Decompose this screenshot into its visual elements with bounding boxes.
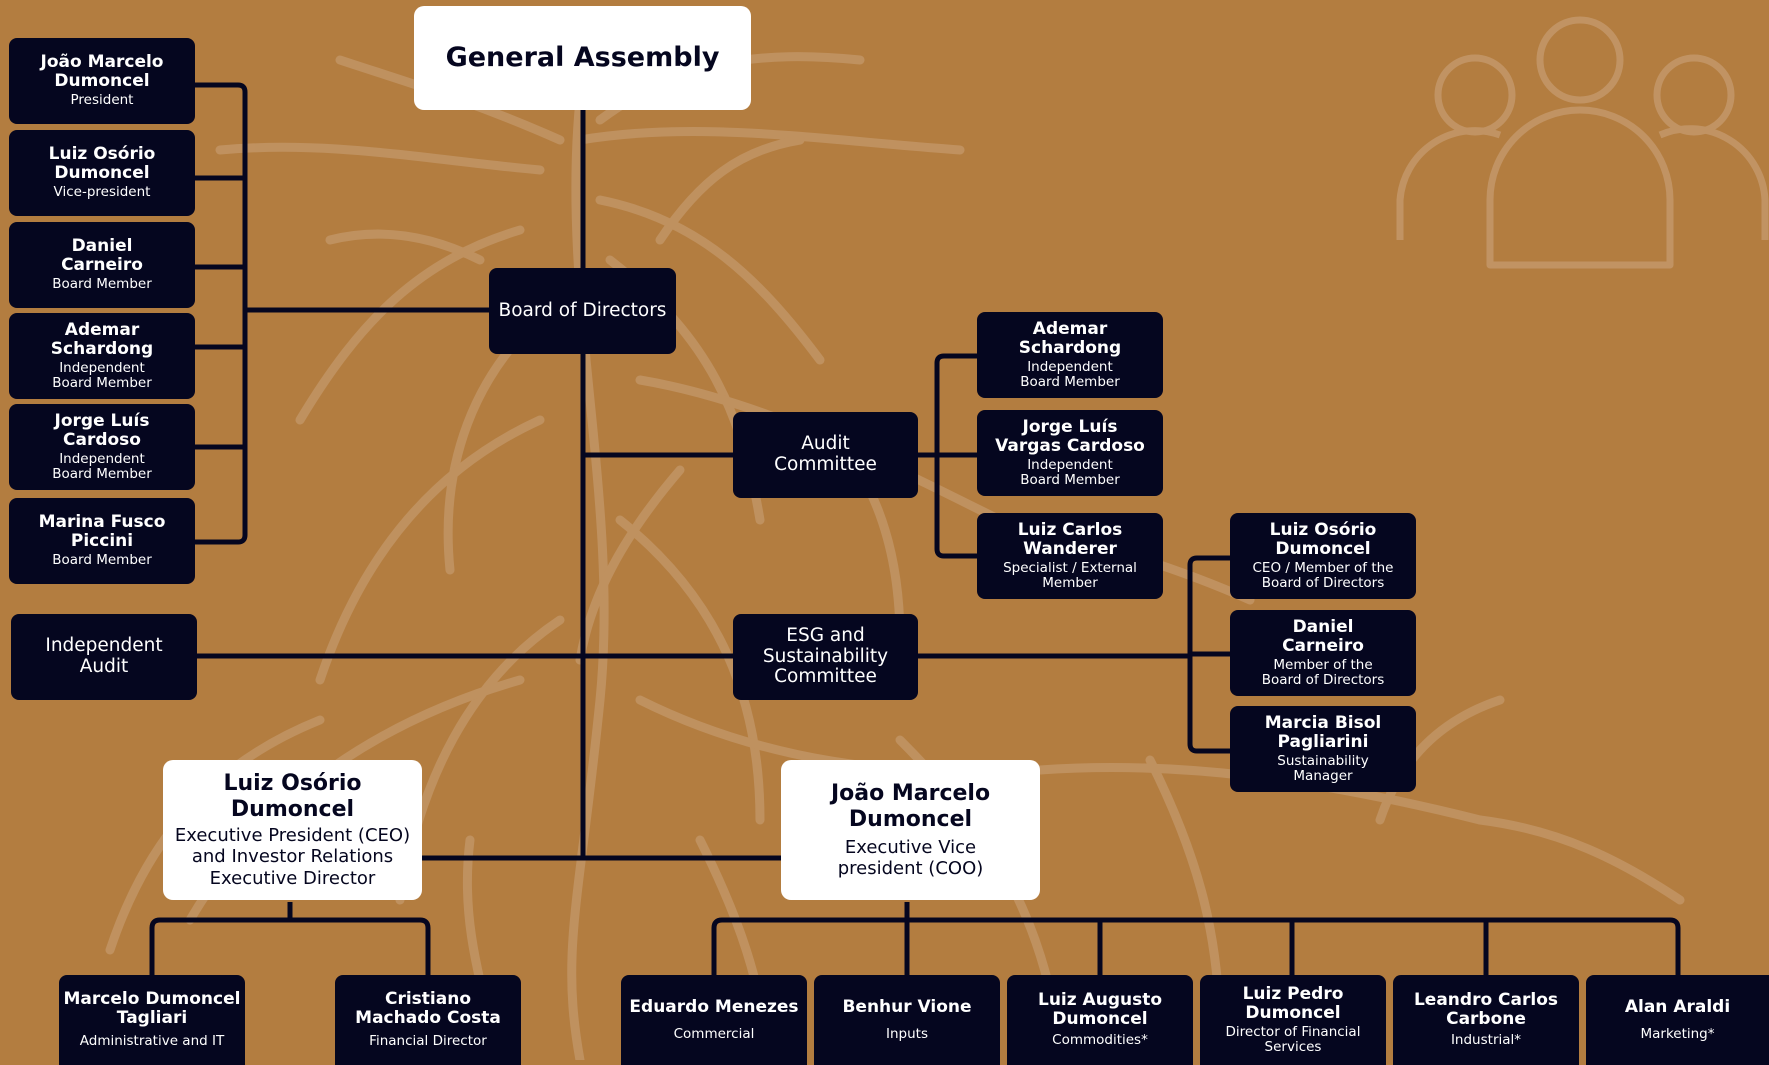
director-role: Inputs — [886, 1025, 928, 1042]
member-name: João Marcelo Dumoncel — [40, 52, 164, 92]
director-name: Alan Araldi — [1624, 996, 1731, 1017]
coo-name: João Marcelo Dumoncel — [830, 780, 991, 832]
coo-role: Executive Vice president (COO) — [837, 836, 984, 879]
independent-audit-label: Independent Audit — [45, 635, 163, 677]
member-name: Daniel Carneiro — [61, 236, 143, 276]
director-role: Marketing* — [1640, 1025, 1715, 1042]
people-group-icon — [1396, 16, 1769, 269]
esg-member-box: Daniel Carneiro Member of the Board of D… — [1230, 610, 1416, 696]
director-role: Commodities* — [1052, 1032, 1148, 1049]
member-name: Marina Fusco Piccini — [38, 512, 166, 552]
esg-committee-label: ESG and Sustainability Committee — [762, 624, 889, 688]
board-member-box: Luiz Osório Dumoncel Vice-president — [9, 130, 195, 216]
director-name: Luiz Pedro Dumoncel — [1242, 983, 1344, 1023]
board-member-box: Jorge Luís Cardoso Independent Board Mem… — [9, 404, 195, 490]
member-role: CEO / Member of the Board of Directors — [1252, 559, 1394, 592]
member-role: Independent Board Member — [52, 450, 152, 483]
board-member-box: Daniel Carneiro Board Member — [9, 222, 195, 308]
member-name: Marcia Bisol Pagliarini — [1264, 712, 1382, 752]
member-name: Ademar Schardong — [1018, 318, 1122, 358]
esg-member-box: Marcia Bisol Pagliarini Sustainability M… — [1230, 706, 1416, 792]
member-name: Luiz Carlos Wanderer — [1017, 519, 1123, 559]
audit-committee-box: Audit Committee — [733, 412, 918, 498]
member-role: Board Member — [52, 552, 152, 569]
director-box: Alan Araldi Marketing* — [1586, 975, 1769, 1065]
board-of-directors-box: Board of Directors — [489, 268, 676, 354]
ceo-name: Luiz Osório Dumoncel — [223, 771, 362, 823]
member-role: Sustainability Manager — [1277, 752, 1369, 785]
member-name: Jorge Luís Cardoso — [54, 410, 150, 450]
director-name: Cristiano Machado Costa — [355, 989, 501, 1029]
member-name: Daniel Carneiro — [1282, 616, 1364, 656]
member-role: Independent Board Member — [52, 359, 152, 392]
general-assembly-label: General Assembly — [445, 42, 720, 74]
member-role: Board Member — [52, 276, 152, 293]
coo-box: João Marcelo Dumoncel Executive Vice pre… — [781, 760, 1040, 900]
director-box: Eduardo Menezes Commercial — [621, 975, 807, 1065]
director-name: Eduardo Menezes — [629, 996, 799, 1017]
member-name: Luiz Osório Dumoncel — [1269, 519, 1377, 559]
director-role: Administrative and IT — [79, 1033, 225, 1050]
director-box: Luiz Augusto Dumoncel Commodities* — [1007, 975, 1193, 1065]
board-member-box: Ademar Schardong Independent Board Membe… — [9, 313, 195, 399]
director-box: Leandro Carlos Carbone Industrial* — [1393, 975, 1579, 1065]
independent-audit-box: Independent Audit — [11, 614, 197, 700]
board-member-box: João Marcelo Dumoncel President — [9, 38, 195, 124]
director-name: Leandro Carlos Carbone — [1413, 990, 1559, 1030]
director-name: Benhur Vione — [842, 996, 972, 1017]
director-role: Commercial — [673, 1025, 755, 1042]
director-name: Luiz Augusto Dumoncel — [1037, 990, 1163, 1030]
director-role: Financial Director — [369, 1033, 487, 1050]
director-box: Benhur Vione Inputs — [814, 975, 1000, 1065]
board-member-box: Marina Fusco Piccini Board Member — [9, 498, 195, 584]
director-name: Marcelo Dumoncel Tagliari — [63, 989, 241, 1029]
member-role: President — [70, 92, 134, 109]
director-box: Luiz Pedro Dumoncel Director of Financia… — [1200, 975, 1386, 1065]
director-box: Cristiano Machado Costa Financial Direct… — [335, 975, 521, 1065]
ceo-box: Luiz Osório Dumoncel Executive President… — [163, 760, 422, 900]
member-role: Independent Board Member — [1020, 358, 1120, 391]
audit-member-box: Ademar Schardong Independent Board Membe… — [977, 312, 1163, 398]
member-name: Ademar Schardong — [50, 319, 154, 359]
esg-member-box: Luiz Osório Dumoncel CEO / Member of the… — [1230, 513, 1416, 599]
member-role: Member of the Board of Directors — [1261, 656, 1385, 689]
ceo-role: Executive President (CEO) and Investor R… — [174, 825, 411, 889]
member-name: Jorge Luís Vargas Cardoso — [995, 416, 1145, 456]
audit-committee-label: Audit Committee — [774, 433, 877, 475]
org-connectors — [149, 82, 1681, 977]
member-role: Independent Board Member — [1020, 456, 1120, 489]
esg-committee-box: ESG and Sustainability Committee — [733, 614, 918, 700]
audit-member-box: Jorge Luís Vargas Cardoso Independent Bo… — [977, 410, 1163, 496]
member-role: Vice-president — [53, 184, 151, 201]
director-role: Industrial* — [1450, 1032, 1522, 1049]
board-of-directors-label: Board of Directors — [498, 299, 667, 321]
member-name: Luiz Osório Dumoncel — [48, 144, 156, 184]
audit-member-box: Luiz Carlos Wanderer Specialist / Extern… — [977, 513, 1163, 599]
director-role: Director of Financial Services — [1225, 1023, 1361, 1056]
member-role: Specialist / External Member — [1003, 559, 1137, 592]
director-box: Marcelo Dumoncel Tagliari Administrative… — [59, 975, 245, 1065]
general-assembly-box: General Assembly — [414, 6, 751, 110]
